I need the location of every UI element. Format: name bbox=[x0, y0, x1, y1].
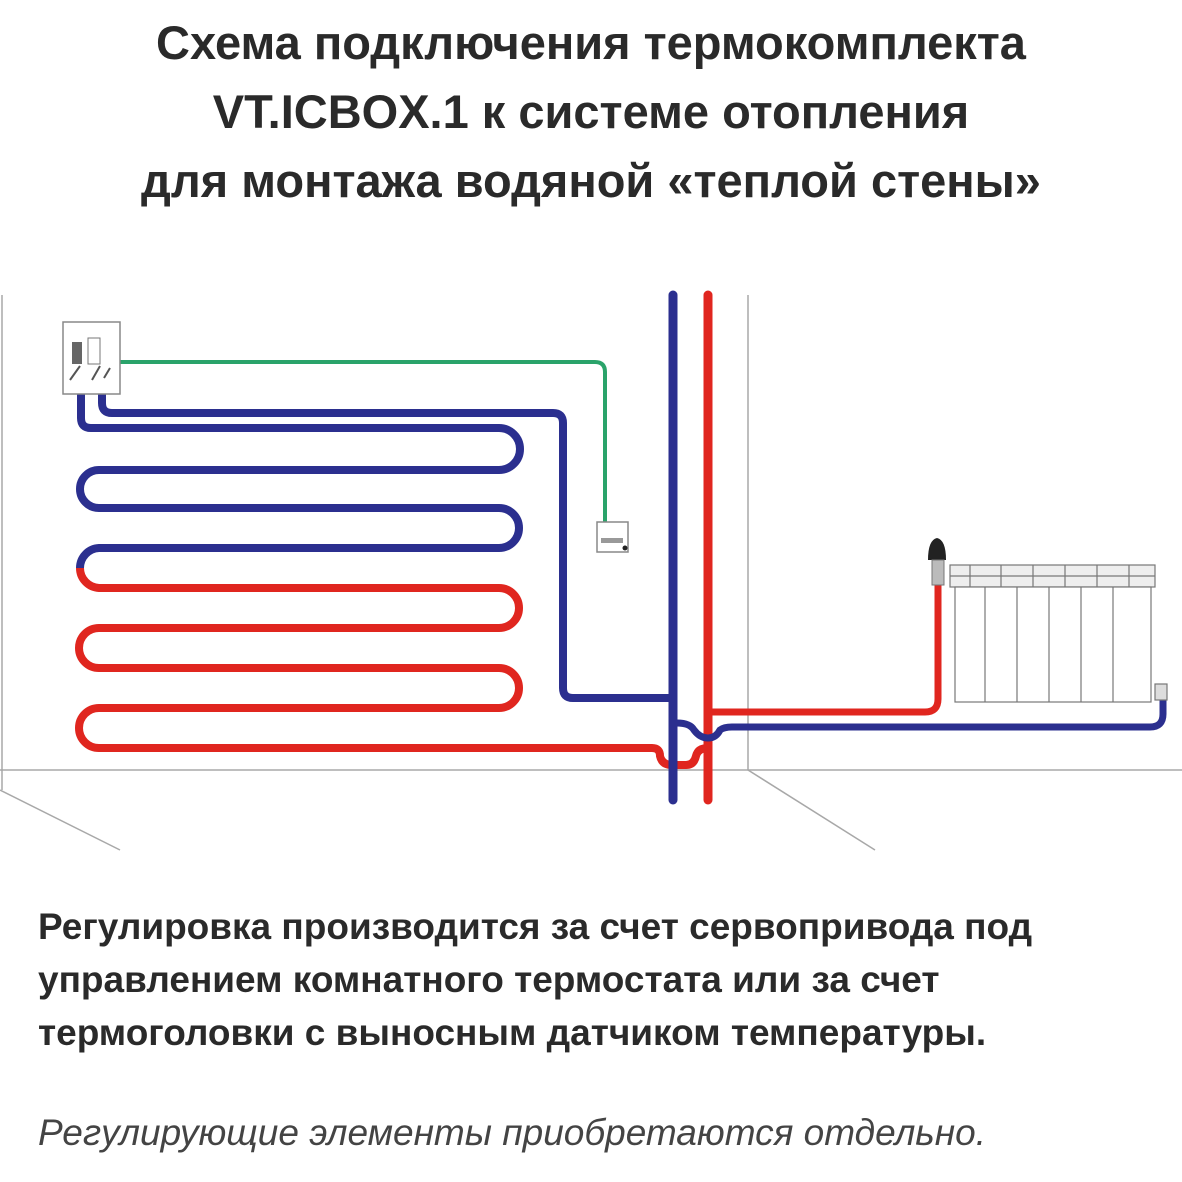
wall-heating-loop-cold-part bbox=[75, 390, 524, 569]
return-pipe-outer bbox=[98, 390, 673, 702]
description-line-1: Регулировка производится за счет сервопр… bbox=[38, 906, 1033, 947]
description-line-2: управлением комнатного термостата или за… bbox=[38, 959, 940, 1000]
room-thermostat-icon bbox=[596, 521, 629, 553]
title-line-3: для монтажа водяной «теплой стены» bbox=[141, 154, 1041, 207]
room-outline bbox=[0, 295, 1182, 851]
description-line-3: термоголовки с выносным датчиком темпера… bbox=[38, 1012, 987, 1053]
radiator-return-pipe bbox=[676, 695, 1167, 742]
purchase-note: Регулирующие элементы приобретаются отде… bbox=[38, 1112, 986, 1153]
wall-heating-loop-hot-part bbox=[75, 567, 709, 769]
radiator-icon bbox=[949, 564, 1168, 703]
thermostatic-head-icon bbox=[928, 538, 946, 586]
radiator-supply-pipe bbox=[712, 585, 942, 716]
description-text: Регулировка производится за счет сервопр… bbox=[38, 900, 1032, 1059]
title-line-2: VT.ICBOX.1 к системе отопления bbox=[212, 85, 970, 138]
title-line-1: Схема подключения термокомплекта bbox=[156, 16, 1026, 69]
icbox-manifold-icon bbox=[62, 321, 121, 395]
diagram-title: Схема подключения термокомплекта VT.ICBO… bbox=[0, 8, 1182, 215]
thermostat-wire bbox=[112, 360, 607, 522]
